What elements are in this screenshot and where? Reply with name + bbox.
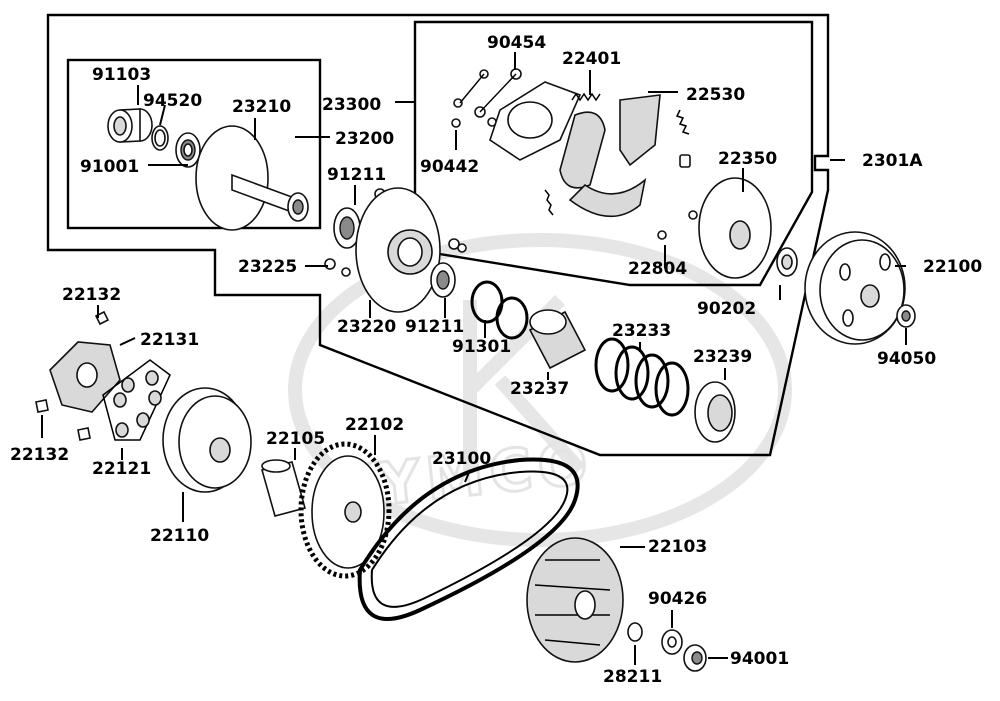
part-label-23100: 23100 — [432, 449, 491, 469]
part-label-23210: 23210 — [232, 97, 291, 117]
washer-pin-part — [451, 68, 522, 128]
clutch-outer-part — [804, 231, 906, 345]
part-label-22103: 22103 — [648, 537, 707, 557]
part-label-23233: 23233 — [612, 321, 671, 341]
assembly-outline-2301A — [46, 13, 830, 457]
part-label-22131: 22131 — [140, 330, 199, 350]
part-label-94050: 94050 — [877, 349, 936, 369]
circlip-part — [151, 125, 169, 151]
part-label-90442: 90442 — [420, 157, 479, 177]
part-label-22110: 22110 — [150, 526, 209, 546]
part-label-23225: 23225 — [238, 257, 297, 277]
o-ring-part — [470, 280, 529, 340]
part-label-94520: 94520 — [143, 91, 202, 111]
part-label-22132-lower: 22132 — [10, 445, 69, 465]
weight-roller-part — [102, 359, 171, 441]
ball-bearing-part — [175, 132, 201, 168]
part-label-91103: 91103 — [92, 65, 151, 85]
part-labels: 91103 94520 23210 91001 23200 23300 9045… — [10, 33, 982, 687]
part-label-22350: 22350 — [718, 149, 777, 169]
part-label-90202: 90202 — [697, 299, 756, 319]
part-label-22102: 22102 — [345, 415, 404, 435]
drive-nut-part — [683, 644, 707, 672]
part-label-90426: 90426 — [648, 589, 707, 609]
drive-belt-part — [357, 457, 580, 621]
part-label-22132-upper: 22132 — [62, 285, 121, 305]
part-label-91301: 91301 — [452, 337, 511, 357]
part-label-22100: 22100 — [923, 257, 982, 277]
assembly-outline-23200 — [66, 58, 322, 230]
drive-face-ring-gear-part — [298, 441, 392, 579]
part-label-23200: 23200 — [335, 129, 394, 149]
part-label-23239: 23239 — [693, 347, 752, 367]
clutch-shoe-part — [559, 94, 661, 218]
part-label-22105: 22105 — [266, 429, 325, 449]
oil-seal-part — [333, 207, 361, 249]
slide-piece-part — [35, 310, 110, 441]
leader-lines — [41, 52, 907, 665]
outer-nut-part — [896, 304, 916, 328]
driven-pulley-fixed-part — [195, 125, 309, 231]
clutch-plate-part — [489, 81, 582, 161]
clutch-spring-part — [544, 92, 690, 216]
clutch-carrier-part — [657, 154, 772, 279]
part-label-90454: 90454 — [487, 33, 546, 53]
guide-pin-part — [324, 188, 467, 277]
part-label-23237: 23237 — [510, 379, 569, 399]
washer-part — [627, 622, 683, 655]
part-label-23220: 23220 — [337, 317, 396, 337]
needle-bearing-part — [107, 108, 153, 143]
part-label-2301A: 2301A — [862, 151, 923, 171]
torque-spring-part — [594, 337, 690, 417]
oil-seal-part — [430, 262, 456, 298]
part-label-91211-upper: 91211 — [327, 165, 386, 185]
part-label-22530: 22530 — [686, 85, 745, 105]
spring-seat-part — [694, 381, 736, 443]
part-label-28211: 28211 — [603, 667, 662, 687]
movable-drive-face-part — [162, 387, 252, 493]
ramp-plate-part — [49, 341, 121, 413]
spring-collar-part — [528, 309, 587, 370]
part-label-22401: 22401 — [562, 49, 621, 69]
drive-face-collar-part — [261, 459, 306, 517]
part-label-22121: 22121 — [92, 459, 151, 479]
driven-face-movable-part — [355, 187, 441, 313]
part-label-22804: 22804 — [628, 259, 687, 279]
part-label-91001: 91001 — [80, 157, 139, 177]
part-label-94001: 94001 — [730, 649, 789, 669]
part-label-23300: 23300 — [322, 95, 381, 115]
fan-drive-face-part — [526, 537, 624, 663]
clutch-nut-part — [776, 247, 798, 277]
part-label-91211-lower: 91211 — [405, 317, 464, 337]
